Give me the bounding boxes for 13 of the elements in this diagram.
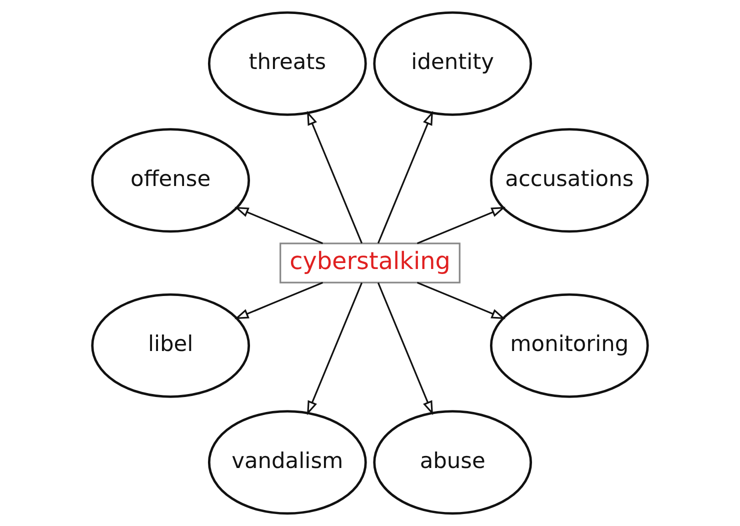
arrow — [377, 110, 433, 244]
node-ellipse: identity — [373, 11, 532, 116]
arrow — [307, 282, 363, 416]
arrow — [234, 206, 324, 244]
arrow — [234, 282, 324, 320]
arrow — [416, 206, 506, 244]
node-ellipse: threats — [208, 11, 367, 116]
arrow — [307, 110, 363, 244]
node-box: cyberstalking — [280, 242, 460, 284]
node-ellipse: vandalism — [208, 410, 367, 515]
node-ellipse: abuse — [373, 410, 532, 515]
arrow — [416, 282, 506, 320]
arrow — [377, 282, 433, 416]
